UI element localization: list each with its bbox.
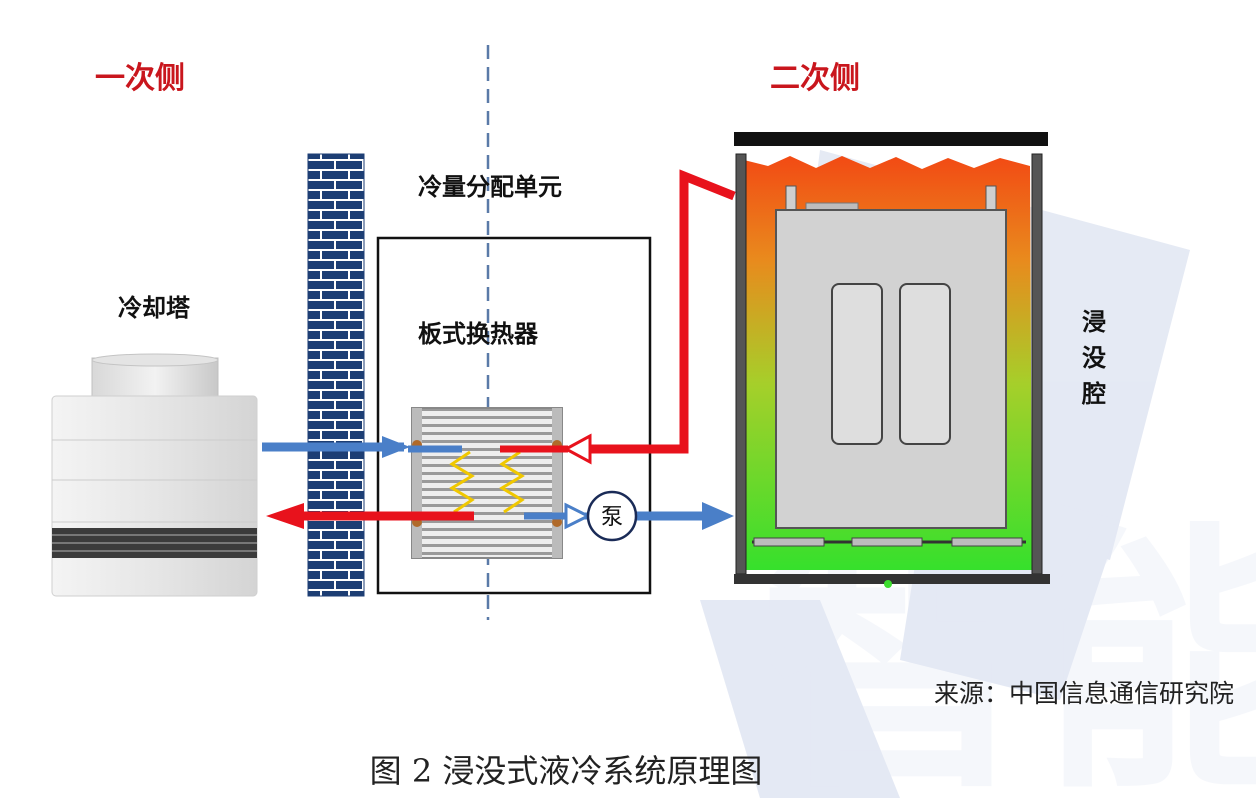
cooling-tower-label: 冷却塔 (118, 294, 191, 322)
source-note: 来源：中国信息通信研究院 (934, 679, 1234, 708)
cdu-label: 冷量分配单元 (418, 173, 562, 201)
server-module (899, 283, 951, 445)
flow-arrow-right-icon (382, 436, 410, 458)
flow-arrow-right-icon (564, 502, 592, 530)
primary-side-label: 一次侧 (95, 61, 185, 96)
brick-wall (307, 153, 365, 597)
secondary-loop-pipes (500, 169, 736, 530)
plate-heat-exchanger-label: 板式换热器 (418, 320, 539, 348)
flow-arrow-left-icon (562, 433, 592, 465)
flow-arrow-left-icon (266, 503, 304, 529)
tank-lid (734, 132, 1048, 146)
hot-return-pipe (572, 169, 736, 454)
primary-loop-pipes (262, 436, 474, 529)
heat-transfer-zigzag (449, 450, 475, 514)
tank-wall-left (735, 153, 747, 575)
immersion-tank-label-3: 腔 (1081, 380, 1106, 408)
immersion-tank-label-2: 没 (1082, 344, 1107, 372)
server-module (831, 283, 883, 445)
immersed-server (775, 185, 1007, 529)
heat-transfer-zigzag (499, 450, 525, 514)
immersion-tank-label-1: 浸 (1082, 308, 1106, 336)
tank-wall-right (1031, 153, 1043, 575)
cdu-box (376, 236, 652, 595)
figure-caption: 图 2 浸没式液冷系统原理图 (370, 752, 763, 790)
flow-arrow-right-icon (702, 502, 734, 530)
pump-label: 泵 (601, 505, 623, 530)
pump-icon (586, 490, 638, 542)
tank-floor (734, 574, 1050, 584)
secondary-side-label: 二次侧 (770, 61, 860, 96)
plate-heat-exchanger (411, 407, 563, 559)
cooling-tower (51, 353, 258, 597)
